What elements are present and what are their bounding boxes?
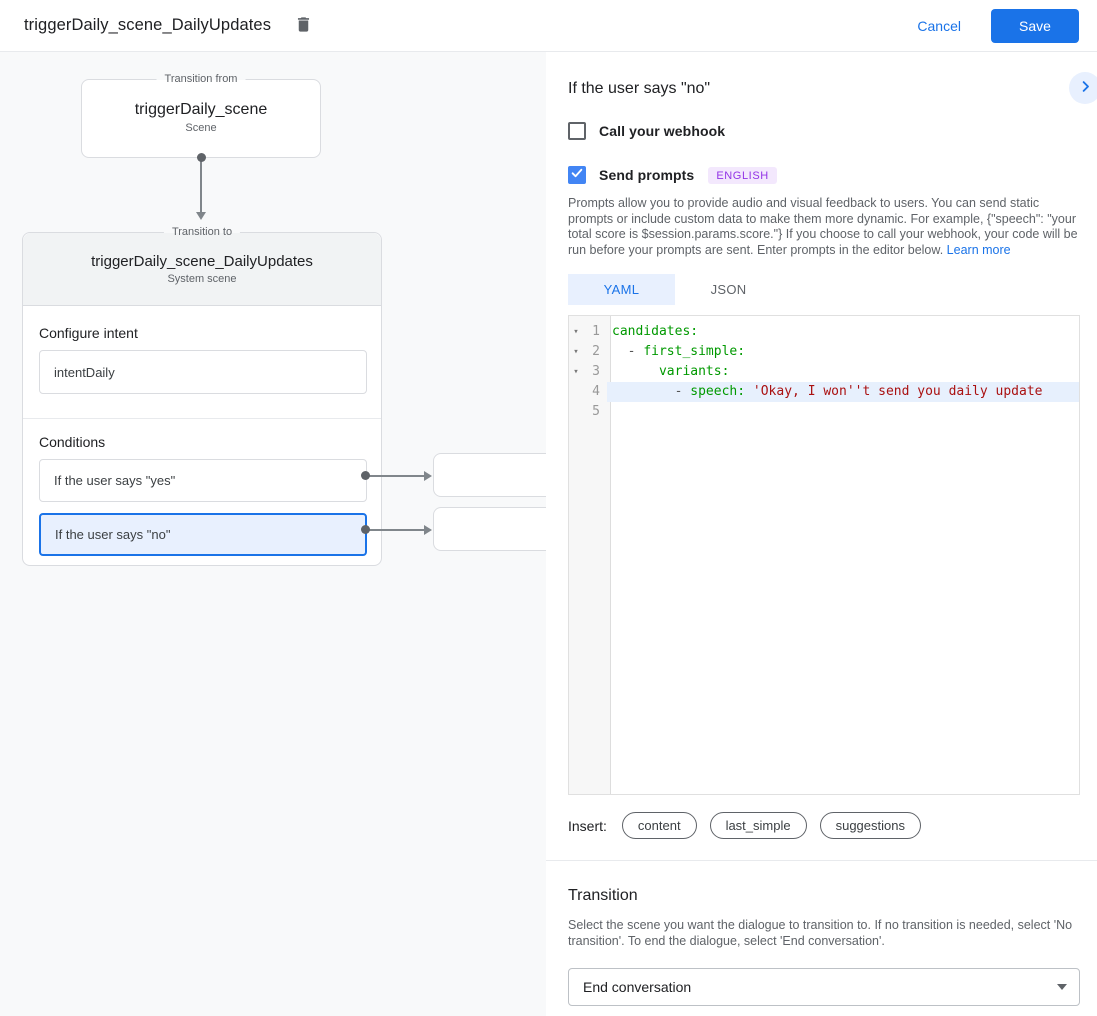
from-node-title: triggerDaily_scene	[134, 101, 268, 118]
transition-to-legend: Transition to	[163, 225, 241, 240]
flow-diagram-canvas: Transition from triggerDaily_scene Scene…	[0, 52, 546, 1016]
line-number: 1	[592, 324, 600, 339]
yaml-indent	[612, 384, 675, 399]
yaml-dash: -	[674, 384, 691, 399]
webhook-label: Call your webhook	[599, 123, 726, 139]
intent-field[interactable]: intentDaily	[39, 350, 367, 394]
page-title: triggerDaily_scene_DailyUpdates	[24, 16, 272, 34]
fold-toggle-icon[interactable]: ▾	[573, 367, 579, 377]
editor-gutter	[569, 316, 611, 794]
connector-line-horizontal	[369, 529, 424, 531]
arrow-right-icon	[424, 525, 432, 535]
connector-dot	[361, 471, 370, 480]
condition-target-box[interactable]	[433, 507, 546, 551]
save-button[interactable]: Save	[991, 8, 1079, 43]
condition-detail-panel: If the user says "no" Call your webhook …	[546, 52, 1097, 1016]
code-line-5: 5	[569, 402, 1079, 422]
yaml-key: candidates:	[612, 324, 699, 339]
code-content[interactable]: - speech: 'Okay, I won''t send you daily…	[607, 382, 1079, 402]
yaml-indent	[612, 364, 659, 379]
editor-lines: ▾ 1 candidates: ▾ 2 - first_simple: ▾ 3 …	[569, 316, 1079, 422]
node-section-divider	[23, 418, 381, 419]
yaml-space	[745, 384, 753, 399]
yaml-code-editor[interactable]: ▾ 1 candidates: ▾ 2 - first_simple: ▾ 3 …	[568, 315, 1080, 795]
learn-more-link[interactable]: Learn more	[946, 242, 1011, 257]
connector-line-horizontal	[369, 475, 424, 477]
arrow-down-icon	[196, 212, 206, 220]
condition-target-box[interactable]	[433, 453, 546, 497]
code-content[interactable]	[607, 402, 1079, 422]
insert-toolbar: Insert: content last_simple suggestions	[568, 812, 934, 839]
transition-select[interactable]: End conversation	[568, 968, 1080, 1006]
arrow-right-icon	[424, 471, 432, 481]
code-content[interactable]: variants:	[607, 362, 1079, 382]
fold-cell-empty	[569, 402, 583, 422]
tab-json[interactable]: JSON	[710, 282, 747, 297]
configure-intent-label: Configure intent	[39, 325, 138, 341]
connector-dot	[361, 525, 370, 534]
panel-title: If the user says "no"	[568, 80, 711, 97]
send-prompts-label: Send prompts	[599, 167, 695, 183]
trash-icon	[294, 14, 313, 38]
dropdown-caret-icon	[1057, 984, 1067, 990]
line-number: 5	[592, 404, 600, 419]
language-badge: ENGLISH	[708, 166, 777, 184]
transition-section-title: Transition	[568, 887, 638, 904]
insert-suggestions-button[interactable]: suggestions	[819, 812, 921, 839]
editor-format-tabs: YAML JSON	[568, 274, 782, 305]
delete-button[interactable]	[287, 10, 319, 42]
prompts-description-text: Prompts allow you to provide audio and v…	[568, 196, 1078, 257]
section-divider	[546, 860, 1097, 861]
tab-yaml[interactable]: YAML	[568, 274, 675, 305]
yaml-key: speech:	[690, 384, 746, 399]
call-webhook-option[interactable]: Call your webhook	[568, 122, 725, 140]
yaml-key: first_simple:	[643, 344, 746, 359]
insert-last-simple-button[interactable]: last_simple	[709, 812, 807, 839]
transition-description: Select the scene you want the dialogue t…	[568, 918, 1073, 948]
code-line-2: ▾ 2 - first_simple:	[569, 342, 1079, 362]
code-line-4: 4 - speech: 'Okay, I won''t send you dai…	[569, 382, 1079, 402]
send-prompts-option[interactable]: Send prompts ENGLISH	[568, 166, 777, 184]
collapse-panel-button[interactable]	[1069, 72, 1097, 104]
code-line-1: ▾ 1 candidates:	[569, 322, 1079, 342]
transition-from-legend: Transition from	[156, 72, 246, 87]
yaml-indent	[612, 344, 628, 359]
chevron-right-icon	[1078, 79, 1093, 97]
code-content[interactable]: - first_simple:	[607, 342, 1079, 362]
yaml-key: variants:	[658, 364, 730, 379]
yaml-dash: -	[627, 344, 644, 359]
transition-selected-value: End conversation	[583, 979, 692, 995]
condition-row-yes[interactable]: If the user says "yes"	[39, 459, 367, 502]
conditions-label: Conditions	[39, 434, 106, 450]
connector-line-vertical	[200, 161, 202, 213]
connector-dot	[197, 153, 206, 162]
prompts-description: Prompts allow you to provide audio and v…	[568, 196, 1086, 258]
fold-toggle-icon[interactable]: ▾	[573, 327, 579, 337]
code-line-3: ▾ 3 variants:	[569, 362, 1079, 382]
to-node-header: triggerDaily_scene_DailyUpdates System s…	[23, 233, 381, 306]
cancel-button[interactable]: Cancel	[917, 17, 961, 34]
checkmark-icon	[570, 166, 584, 185]
code-content[interactable]: candidates:	[607, 322, 1079, 342]
fold-cell-empty	[569, 382, 583, 402]
line-number: 4	[592, 384, 600, 399]
condition-row-no[interactable]: If the user says "no"	[39, 513, 367, 556]
fold-toggle-icon[interactable]: ▾	[573, 347, 579, 357]
insert-content-button[interactable]: content	[621, 812, 697, 839]
transition-to-node[interactable]: Transition to triggerDaily_scene_DailyUp…	[22, 225, 382, 566]
webhook-checkbox[interactable]	[568, 122, 586, 140]
to-node-title: triggerDaily_scene_DailyUpdates	[91, 253, 313, 270]
insert-label: Insert:	[568, 817, 607, 834]
yaml-string: 'Okay, I won''t send you daily update	[752, 384, 1043, 399]
to-node-subtitle: System scene	[167, 273, 237, 285]
line-number: 2	[592, 344, 600, 359]
top-bar: triggerDaily_scene_DailyUpdates Cancel S…	[0, 0, 1097, 52]
send-prompts-checkbox[interactable]	[568, 166, 586, 184]
from-node-subtitle: Scene	[185, 122, 217, 134]
line-number: 3	[592, 364, 600, 379]
transition-from-node[interactable]: Transition from triggerDaily_scene Scene	[81, 72, 321, 158]
